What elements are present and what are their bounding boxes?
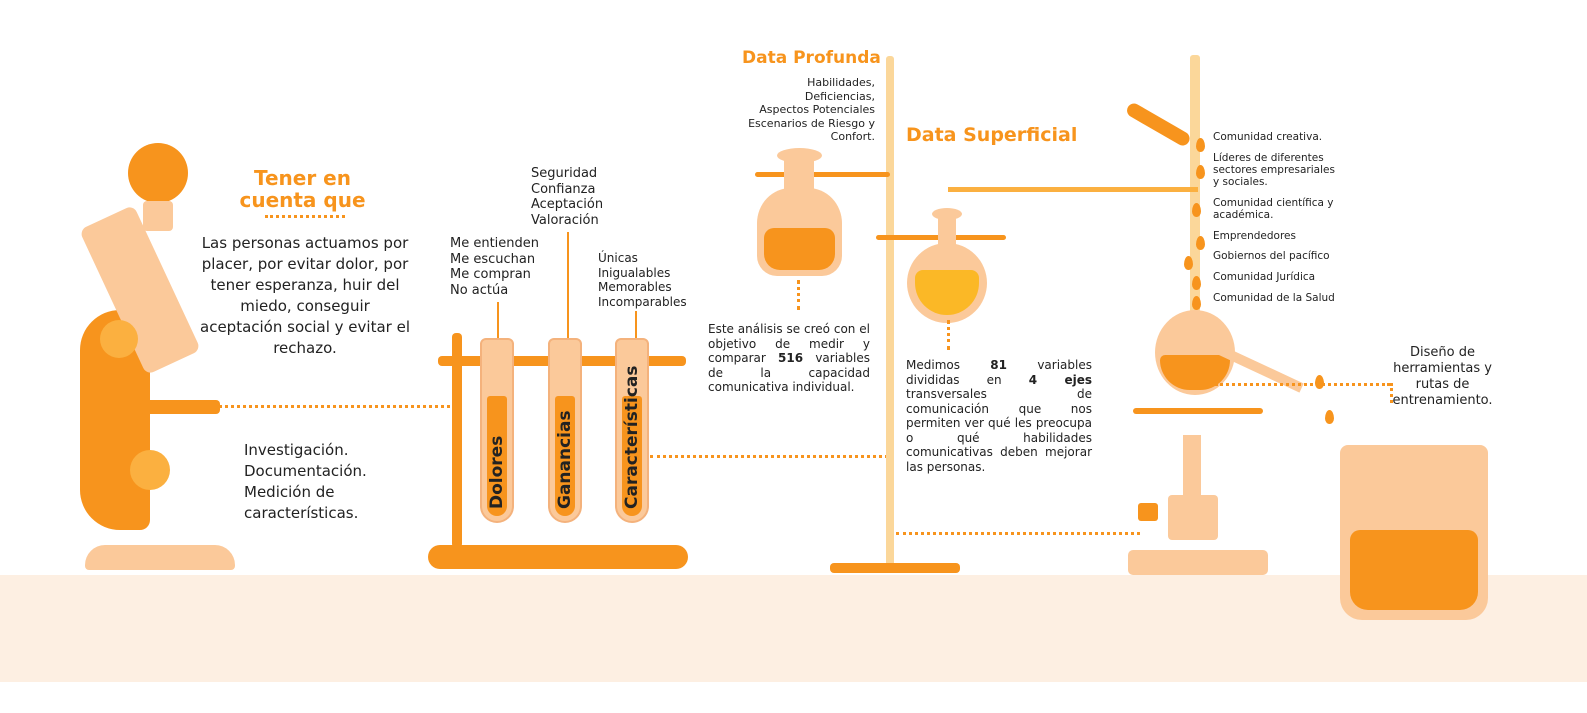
round-flask <box>905 208 990 323</box>
microscope-illustration <box>70 200 235 570</box>
research-item: Medición de <box>244 483 335 501</box>
deep-data-list: Habilidades,Deficiencias,Aspectos Potenc… <box>748 76 875 143</box>
stand-base <box>830 563 960 573</box>
deep-data-title: Data Profunda <box>742 48 881 68</box>
research-item: Investigación. <box>244 441 349 459</box>
connector-line <box>650 455 888 458</box>
test-tube-ganancias: Ganancias <box>548 338 582 523</box>
research-item: características. <box>244 504 359 522</box>
heading-line2: cuenta que <box>239 188 366 212</box>
analysis-text: Este análisis se creó con el objetivo de… <box>708 322 870 394</box>
research-item: Documentación. <box>244 462 367 480</box>
research-list: Investigación. Documentación. Medición d… <box>244 440 367 524</box>
output-text: Diseño de herramientas y rutas de entren… <box>1392 345 1493 408</box>
connector-line <box>213 405 450 408</box>
burner <box>1128 415 1268 575</box>
measure-text: Medimos 81 variables divididas en 4 ejes… <box>906 358 1092 474</box>
lightbulb-icon <box>125 143 191 243</box>
connector-line <box>1215 383 1390 386</box>
distillation-rod <box>1190 55 1200 315</box>
communities-list: Comunidad creativa. Líderes de diferente… <box>1213 131 1335 304</box>
intro-text: Las personas actuamos por placer, por ev… <box>200 234 410 357</box>
erlenmeyer-flask <box>752 148 847 278</box>
connector-line <box>896 532 1140 535</box>
beaker <box>1335 445 1495 620</box>
rack-base <box>428 545 688 569</box>
heading-underline <box>265 215 345 218</box>
dropper-icon <box>1124 100 1193 149</box>
retort-flask <box>1150 305 1310 405</box>
surface-data-title: Data Superficial <box>906 124 1078 146</box>
test-tube-dolores: Dolores <box>480 338 514 523</box>
stand-rod <box>886 56 894 571</box>
test-tube-caracteristicas: Características <box>615 338 649 523</box>
heading-line1: Tener en <box>254 166 351 190</box>
floor-band <box>0 575 1587 682</box>
